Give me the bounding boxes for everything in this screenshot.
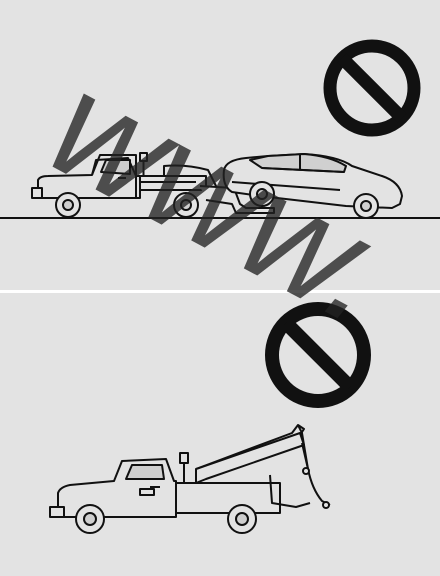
wrecker-truck — [50, 425, 330, 533]
prohibited-sign-icon — [330, 46, 414, 130]
panel-bottom-drawing — [0, 293, 440, 576]
panel-top-drawing — [0, 0, 440, 290]
panel-bottom — [0, 293, 440, 576]
panel-top — [0, 0, 440, 290]
prohibited-sign-icon — [272, 309, 364, 401]
